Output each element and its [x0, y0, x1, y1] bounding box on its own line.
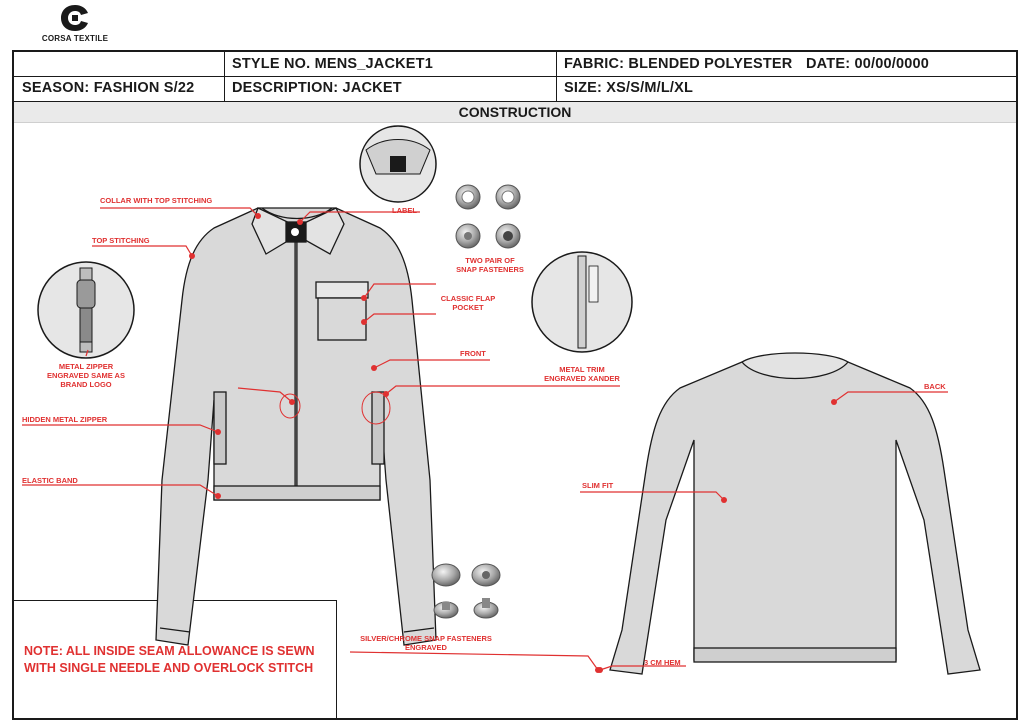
callout-label: LABEL	[392, 206, 417, 215]
callout-leaders	[22, 207, 948, 671]
header-col-divider	[224, 52, 225, 102]
back-jacket-drawing	[609, 352, 981, 675]
label-logo-icon	[291, 228, 299, 236]
brand-mark-icon	[61, 5, 88, 31]
zipper-highlight-ring	[279, 393, 301, 419]
brand-logo: CORSA TEXTILE	[30, 2, 120, 46]
label-detail-circle	[359, 125, 437, 203]
construction-section-bar: CONSTRUCTION	[14, 102, 1016, 123]
snap-fasteners-bottom	[431, 563, 501, 619]
brand-name: CORSA TEXTILE	[41, 34, 109, 43]
date-info: DATE: 00/00/0000	[806, 56, 930, 72]
size-info: SIZE: XS/S/M/L/XL	[564, 80, 694, 96]
description-info: DESCRIPTION: JACKET	[232, 80, 402, 96]
callout-elastic-band: ELASTIC BAND	[22, 476, 78, 485]
callout-back: BACK	[924, 382, 946, 391]
trim-highlight-ring	[361, 391, 391, 425]
header-col-divider	[556, 52, 557, 102]
header-divider	[14, 76, 1016, 77]
construction-note: NOTE: ALL INSIDE SEAM ALLOWANCE IS SEWN …	[24, 644, 315, 675]
section-title: CONSTRUCTION	[458, 104, 572, 120]
front-jacket-drawing	[155, 207, 437, 646]
fabric-info: FABRIC: BLENDED POLYESTER	[564, 56, 793, 72]
style-number: STYLE NO. MENS_JACKET1	[232, 56, 433, 72]
header-bottom-divider	[14, 101, 1016, 102]
snap-fasteners-top	[455, 184, 521, 249]
callout-collar: COLLAR WITH TOP STITCHING	[100, 196, 213, 205]
zipper-detail-circle	[37, 261, 135, 359]
callout-top-stitching: TOP STITCHING	[92, 236, 150, 245]
tech-pack-sheet: STYLE NO. MENS_JACKET1 FABRIC: BLENDED P…	[12, 50, 1018, 720]
trim-detail-circle	[531, 251, 633, 353]
callout-hem: 3 CM HEM	[644, 658, 681, 667]
note-box: NOTE: ALL INSIDE SEAM ALLOWANCE IS SEWN …	[14, 600, 337, 718]
callout-dots	[189, 213, 837, 673]
callout-slim-fit: SLIM FIT	[582, 481, 614, 490]
callout-front: FRONT	[460, 349, 486, 358]
callout-hidden-zipper: HIDDEN METAL ZIPPER	[22, 415, 108, 424]
season-info: SEASON: FASHION S/22	[22, 80, 195, 96]
